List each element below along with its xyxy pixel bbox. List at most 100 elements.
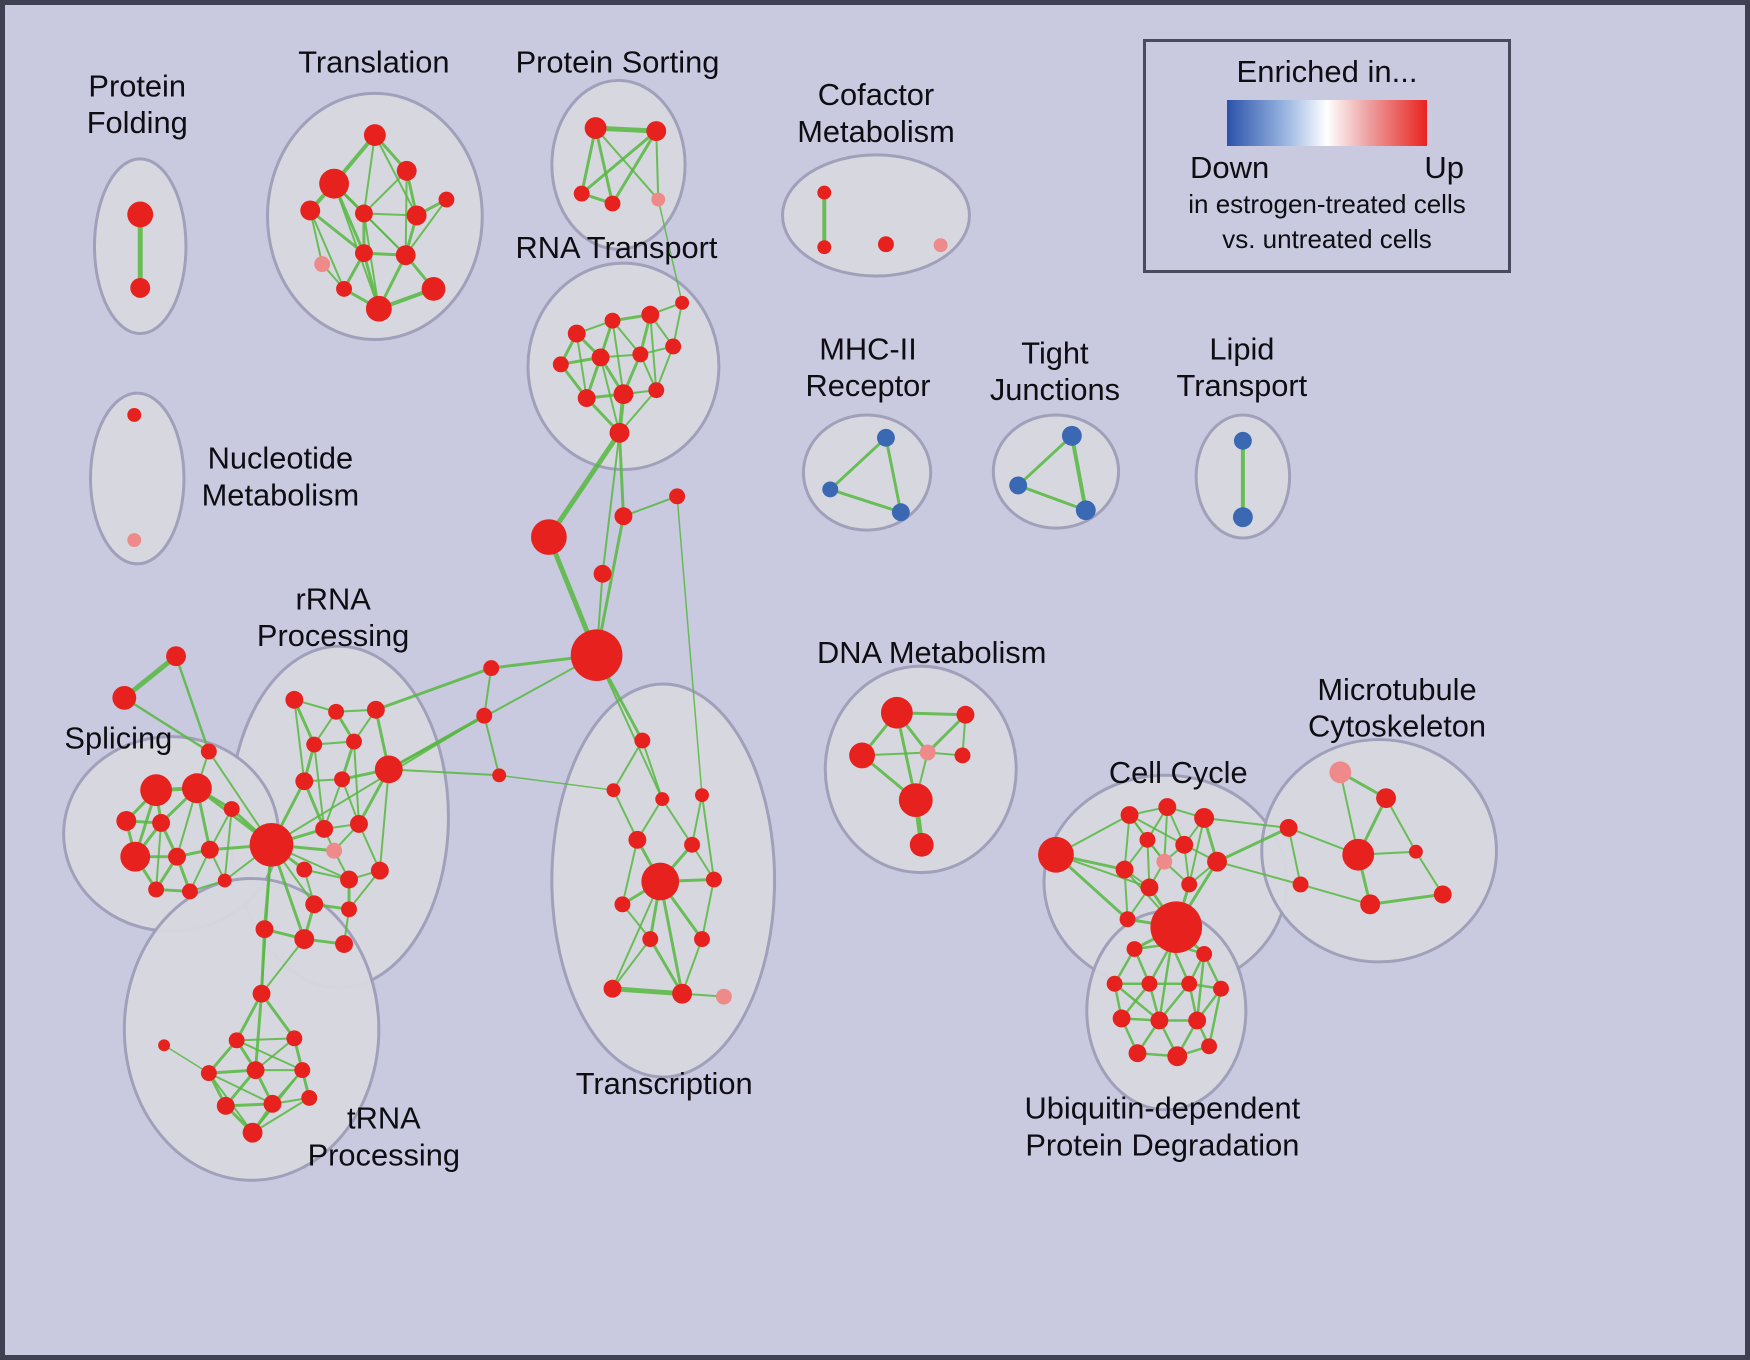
node-rr9 [249, 822, 294, 867]
node-rt5 [552, 356, 569, 373]
node-rr19 [294, 929, 315, 950]
node-cm4 [933, 238, 948, 253]
edge-t1-t6 [373, 134, 418, 217]
legend-up-label: Up [1424, 150, 1464, 185]
node-dm7 [909, 832, 934, 857]
cluster-label-rrna-processing: rRNA [295, 582, 371, 617]
node-mc7 [1360, 894, 1381, 915]
node-ub1 [1126, 941, 1143, 957]
node-ub3 [1196, 946, 1213, 962]
cluster-label-dna-metabolism: DNA Metabolism [817, 635, 1046, 670]
node-rr5 [346, 733, 362, 750]
node-dm5 [954, 747, 971, 764]
cluster-label-nucleotide-metabolism: Nucleotide [208, 441, 354, 476]
edge-rt1-rt9 [575, 332, 588, 400]
edge-mh1-mh2 [828, 436, 888, 491]
edge-tx4-tx8 [701, 794, 715, 881]
node-rt3 [641, 305, 660, 324]
edge-t5-t12 [362, 212, 380, 310]
edge-ps2-ps4 [611, 129, 658, 206]
edge-mid7-mid8 [483, 714, 501, 777]
node-cc13 [1119, 911, 1136, 928]
edge-t1-t5 [362, 134, 376, 215]
edge-tx7-tx12 [611, 880, 662, 990]
node-tx3 [655, 792, 670, 807]
edge-tx7-tx13 [658, 880, 684, 996]
edge-ub2-ub9 [1158, 942, 1173, 1022]
cluster-label-microtubule-cytoskeleton: Microtubule [1317, 672, 1476, 707]
node-cc8 [1115, 860, 1134, 879]
node-t9 [354, 244, 373, 263]
node-ps5 [651, 192, 666, 207]
node-tx4 [695, 788, 709, 803]
edge-ub7-ub13 [1207, 987, 1223, 1048]
node-rt1 [567, 324, 586, 343]
node-ps2 [646, 121, 667, 141]
cluster-label-protein-sorting: Protein Sorting [516, 45, 720, 80]
node-rr16 [305, 895, 324, 914]
edge-cc4-mc3 [1203, 816, 1290, 829]
node-ub12 [1167, 1046, 1188, 1067]
cluster-label-trna-processing: Processing [308, 1137, 460, 1172]
edge-mid3-tx4 [676, 495, 703, 796]
node-tx7 [641, 862, 680, 901]
node-ub10 [1188, 1011, 1207, 1030]
node-cm2 [817, 240, 832, 255]
node-mid5 [570, 629, 623, 681]
node-tr5 [246, 1061, 265, 1080]
node-ub5 [1141, 975, 1158, 992]
cluster-label-tight-junctions: Tight [1021, 335, 1089, 370]
node-cc7 [1156, 853, 1173, 870]
edge-tx12-tx13 [610, 986, 685, 997]
node-xc [200, 743, 217, 760]
edge-t4-t9 [308, 208, 366, 255]
node-cc12 [1150, 901, 1203, 953]
node-tr3 [286, 1030, 303, 1047]
node-tx11 [694, 931, 710, 948]
cluster-ellipse-translation [266, 91, 484, 342]
node-ps1 [584, 117, 607, 140]
edge-rr4-rr10 [313, 743, 326, 830]
node-t4 [300, 200, 321, 221]
edge-rt12-mid1 [546, 430, 622, 540]
node-cc1 [1038, 836, 1074, 873]
edge-tx3-tx6 [661, 798, 694, 846]
node-ps4 [604, 195, 621, 212]
node-lt1 [1233, 431, 1252, 450]
cluster-ellipse-tight-junctions [991, 413, 1121, 530]
node-rr13 [296, 861, 313, 878]
node-mh1 [876, 428, 895, 447]
node-ub9 [1150, 1011, 1169, 1030]
node-ps3 [573, 185, 590, 202]
node-t10 [395, 245, 416, 266]
node-tx14 [715, 988, 732, 1005]
legend-title: Enriched in... [1236, 54, 1418, 89]
node-rt12 [609, 422, 630, 443]
cluster-ellipse-protein-sorting [550, 78, 687, 251]
node-dm4 [919, 744, 936, 761]
edge-tx2-tx5 [612, 789, 639, 841]
node-cc4 [1194, 808, 1215, 828]
node-sp11 [217, 873, 232, 888]
node-rr18 [255, 920, 274, 939]
node-tx13 [672, 983, 693, 1004]
node-tx9 [614, 896, 631, 913]
edge-xa-xc [174, 654, 211, 753]
node-rt7 [632, 346, 649, 363]
edge-rt12-mid2 [617, 431, 625, 518]
cluster-label-protein-folding: Protein [88, 68, 186, 103]
node-sp7 [168, 847, 186, 866]
cluster-ellipse-nucleotide-metabolism [89, 391, 186, 566]
node-tx12 [603, 979, 622, 998]
node-rt10 [613, 384, 634, 405]
legend: Enriched in... Down Up in estrogen-treat… [1143, 39, 1511, 273]
node-t6 [406, 205, 427, 226]
edge-t7-t10 [404, 198, 448, 257]
node-ub6 [1181, 975, 1198, 992]
cluster-label-translation: Translation [298, 45, 449, 80]
node-rr3 [366, 700, 385, 719]
edge-t3-t5 [362, 169, 408, 215]
node-ub8 [1112, 1009, 1131, 1028]
node-rr15 [370, 861, 389, 880]
node-rt8 [665, 338, 682, 355]
